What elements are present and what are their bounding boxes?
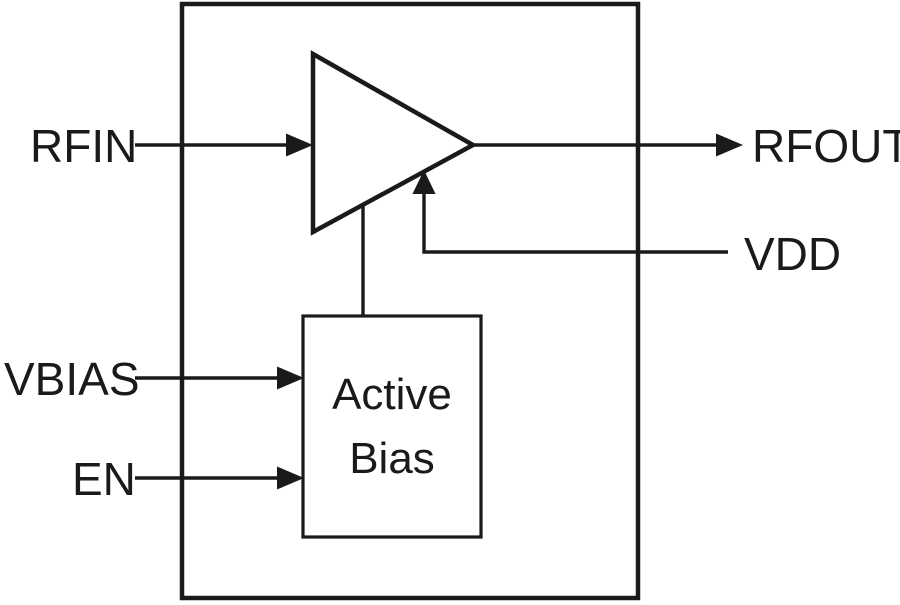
- pin-label-rfin: RFIN: [30, 120, 137, 172]
- rfout-arrow-icon: [716, 133, 743, 157]
- pin-label-en: EN: [72, 453, 136, 505]
- vdd-wire: [422, 192, 728, 254]
- amplifier-triangle: [310, 50, 478, 236]
- active-bias-label-line2: Bias: [349, 434, 435, 483]
- vdd-arrow-icon: [412, 170, 436, 194]
- rfin-arrow-icon: [286, 133, 313, 157]
- vbias-arrow-icon: [277, 366, 304, 390]
- en-arrow-icon: [277, 466, 304, 490]
- pin-label-vdd: VDD: [744, 228, 841, 280]
- package-outline: [179, 1, 641, 601]
- active-bias-block: [301, 314, 483, 539]
- pin-label-rfout: RFOUT: [752, 120, 900, 172]
- pin-label-vbias: VBIAS: [4, 353, 140, 405]
- active-bias-label-line1: Active: [332, 370, 452, 419]
